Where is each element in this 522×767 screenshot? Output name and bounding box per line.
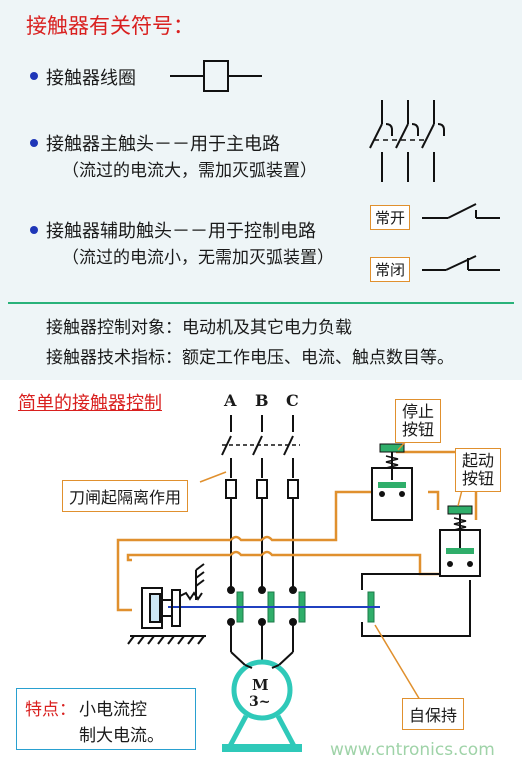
feature-label: 特点： <box>25 700 76 720</box>
aux-contact-label: 接触器辅助触头－－用于控制电路 <box>46 221 316 242</box>
knife-switch-callout: 刀闸起隔离作用 <box>62 480 189 512</box>
holding-wiring <box>361 573 471 637</box>
feature-text-line2: 制大电流。 <box>79 726 164 746</box>
start-button-label-line2: 按钮 <box>462 469 495 488</box>
normally-closed-symbol <box>422 255 500 271</box>
feature-text-line1: 小电流控 <box>79 700 147 720</box>
control-wiring <box>116 450 478 612</box>
main-contact-note: （流过的电流大，需加灭弧装置） <box>62 161 317 181</box>
motor-phase-label: 3~ <box>249 694 271 710</box>
symbols-title: 接触器有关符号： <box>26 14 194 38</box>
phase-label-b: B <box>255 391 269 410</box>
stop-button-label-line2: 按钮 <box>402 420 435 439</box>
motor-label: M <box>252 676 269 694</box>
start-button-symbol <box>439 505 481 577</box>
coil-symbol <box>170 60 262 92</box>
start-button-label-line1: 起动 <box>462 451 495 470</box>
self-hold-callout: 自保持 <box>402 698 465 730</box>
bullet-icon <box>30 72 38 80</box>
main-contact-label: 接触器主触头－－用于主电路 <box>46 134 280 155</box>
symbols-panel <box>0 0 522 380</box>
phase-label-c: C <box>286 391 299 410</box>
normally-closed-label: 常闭 <box>370 257 411 282</box>
circuit-title: 简单的接触器控制 <box>18 393 162 414</box>
main-contact-symbol <box>369 100 445 182</box>
control-object-text: 接触器控制对象：电动机及其它电力负载 <box>46 318 352 338</box>
contactor-coil <box>127 563 206 645</box>
feature-box: 特点： 小电流控 制大电流。 <box>16 688 196 750</box>
normally-open-label: 常开 <box>370 205 411 230</box>
normally-open-symbol <box>422 203 500 219</box>
bullet-icon <box>30 226 38 234</box>
stop-button-label-line1: 停止 <box>402 402 435 421</box>
bullet-icon <box>30 139 38 147</box>
tech-index-text: 接触器技术指标：额定工作电压、电流、触点数目等。 <box>46 348 454 368</box>
section-divider <box>8 302 514 304</box>
start-button-callout: 起动 按钮 <box>455 448 502 492</box>
motor-symbol <box>222 659 302 752</box>
coil-label: 接触器线圈 <box>46 68 136 89</box>
symbols-drawing <box>170 60 500 271</box>
phase-lines <box>221 415 300 666</box>
phase-label-a: A <box>224 391 237 410</box>
watermark: www.cntronics.com <box>330 740 495 760</box>
aux-contact-note: （流过的电流小，无需加灭弧装置） <box>62 248 334 268</box>
stop-button-callout: 停止 按钮 <box>395 399 442 443</box>
stop-button-symbol <box>371 443 413 521</box>
